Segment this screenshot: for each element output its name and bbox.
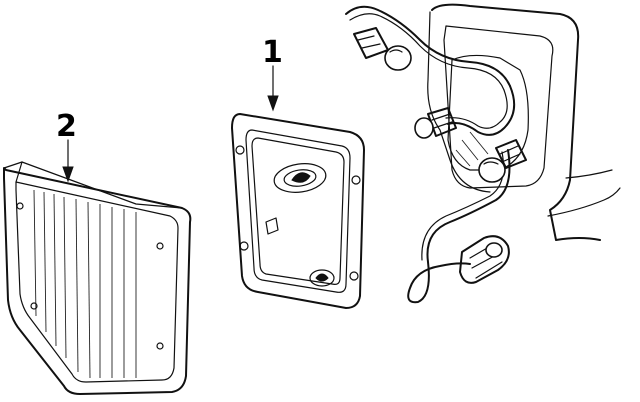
lens-screw-hole <box>30 302 38 310</box>
gasket-lower-opening <box>309 269 335 287</box>
callout-1-label: 1 <box>262 35 283 70</box>
lens-screw-hole <box>16 202 24 210</box>
upper-bulb <box>384 45 412 71</box>
callout-1: 1 <box>262 35 283 112</box>
lens-screw-hole <box>156 242 164 250</box>
lens-screw-hole <box>156 342 164 350</box>
middle-bulb-left <box>414 117 434 139</box>
callout-2-arrow <box>62 166 74 183</box>
gasket-part-1 <box>231 113 365 309</box>
gasket-mount-hole <box>349 271 359 281</box>
callout-2: 2 <box>56 109 77 183</box>
gasket-slot <box>265 217 279 235</box>
gasket-mount-hole <box>235 145 245 155</box>
callout-2-label: 2 <box>56 109 77 144</box>
lower-socket <box>459 235 510 284</box>
gasket-bulb-opening <box>273 163 327 193</box>
callout-1-arrow <box>267 95 279 112</box>
middle-bulb-socket <box>414 107 527 183</box>
lamp-housing <box>427 3 621 241</box>
gasket-mount-hole <box>239 241 249 251</box>
lens-hatching <box>33 189 137 379</box>
upper-bulb-socket <box>353 27 412 71</box>
wiring-harness <box>345 5 516 304</box>
lens-part-2 <box>3 161 192 395</box>
gasket-mount-hole <box>351 175 361 185</box>
